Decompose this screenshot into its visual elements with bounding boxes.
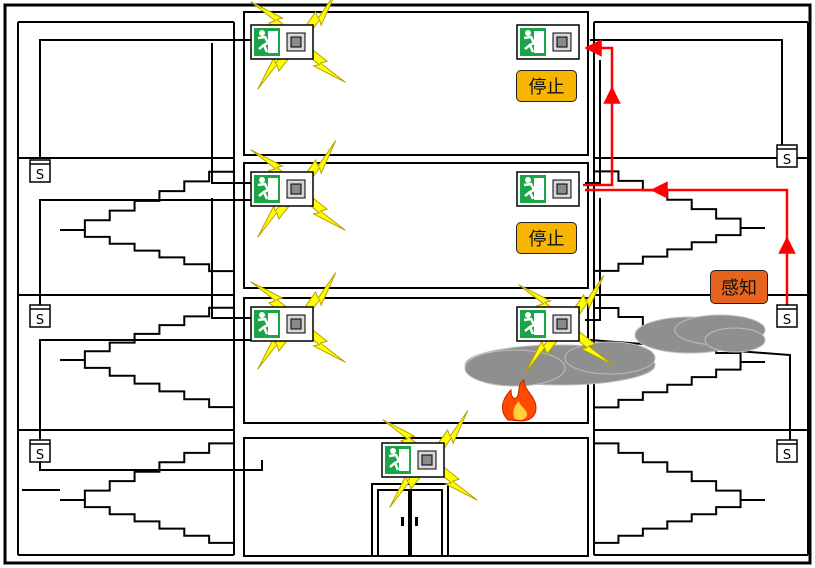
exit-sign-floor3-right — [516, 171, 580, 207]
emergency-exit-sign-icon — [254, 28, 280, 56]
emergency-exit-sign-icon — [520, 175, 546, 203]
emergency-exit-sign-icon — [254, 310, 280, 338]
stairwell-walls — [17, 21, 809, 556]
strobe-light-icon — [552, 179, 572, 199]
fire-icon — [501, 379, 537, 422]
stop-label-floor3: 停止 — [516, 222, 577, 254]
smoke-sensor-left-floor2: S — [29, 439, 51, 463]
exit-signs — [250, 24, 580, 478]
exit-sign-floor4-left — [250, 24, 314, 60]
stop-label-floor4: 停止 — [516, 70, 577, 102]
exit-sign-floor2-right — [516, 306, 580, 342]
stair-flight — [60, 359, 235, 415]
stair-flight — [593, 162, 765, 229]
stair-flight — [593, 434, 765, 501]
detect-label: 感知 — [710, 270, 768, 304]
exit-sign-floor3-left — [250, 171, 314, 207]
floor-4 — [243, 11, 589, 156]
sensor-label: S — [36, 448, 44, 463]
exit-sign-floor4-right — [516, 24, 580, 60]
sensor-label: S — [783, 153, 791, 168]
smoke-cloud-icon — [464, 314, 766, 387]
emergency-exit-sign-icon — [520, 310, 546, 338]
exit-sign-floor1 — [381, 442, 445, 478]
exit-sign-floor2-left — [250, 306, 314, 342]
stair-flight — [593, 499, 765, 550]
emergency-exit-sign-icon — [385, 446, 411, 474]
strobe-light-icon — [552, 314, 572, 334]
stair-landings — [18, 157, 808, 431]
sensor-label: S — [36, 313, 44, 328]
door-icon — [371, 483, 449, 557]
floor-3 — [243, 162, 589, 289]
smoke-sensor-right-floor4: S — [776, 144, 798, 168]
smoke-sensor-left-floor4: S — [29, 159, 51, 183]
stair-flight — [60, 499, 235, 550]
strobe-light-icon — [417, 450, 437, 470]
emergency-exit-sign-icon — [520, 28, 546, 56]
stair-flight — [60, 229, 235, 278]
stair-flight — [60, 299, 235, 361]
wiring — [39, 39, 791, 471]
strobe-light-icon — [286, 32, 306, 52]
emergency-exit-sign-icon — [254, 175, 280, 203]
smoke-sensor-left-floor3: S — [29, 304, 51, 328]
smoke-sensors: S S S S S S — [29, 144, 798, 463]
stair-flight — [593, 361, 765, 415]
strobe-light-icon — [286, 314, 306, 334]
stair-flight — [60, 434, 235, 501]
alarm-signal-path — [583, 39, 796, 305]
smoke-sensor-right-floor3: S — [776, 304, 798, 328]
sensor-label: S — [783, 313, 791, 328]
stair-flight — [593, 227, 765, 278]
smoke-sensor-right-floor2: S — [776, 439, 798, 463]
strobe-light-icon — [286, 179, 306, 199]
stair-flight — [60, 162, 235, 231]
sensor-label: S — [783, 448, 791, 463]
building-outline — [3, 3, 812, 565]
strobe-light-icon — [552, 32, 572, 52]
sensor-label: S — [36, 168, 44, 183]
